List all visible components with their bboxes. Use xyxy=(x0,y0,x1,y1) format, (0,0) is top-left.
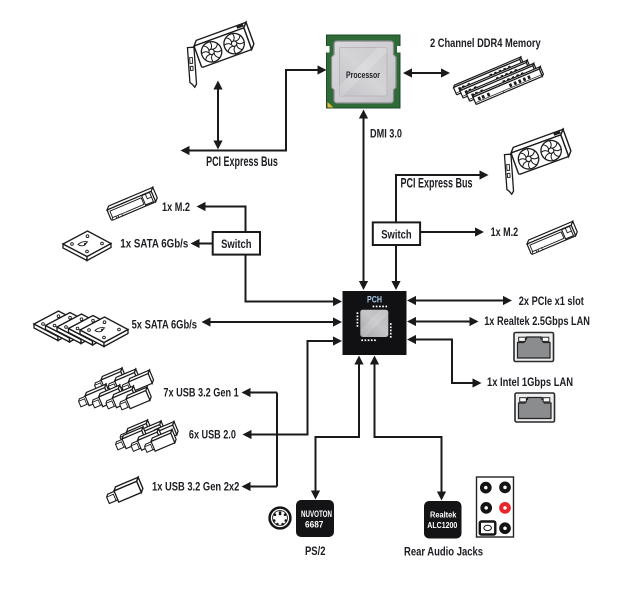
svg-text:1x M.2: 1x M.2 xyxy=(491,225,519,239)
svg-text:2 Channel DDR4 Memory: 2 Channel DDR4 Memory xyxy=(430,36,541,50)
svg-text:Realtek: Realtek xyxy=(430,511,457,520)
svg-text:7x USB 3.2 Gen 1: 7x USB 3.2 Gen 1 xyxy=(163,385,238,399)
svg-text:Switch: Switch xyxy=(381,227,411,241)
svg-text:Switch: Switch xyxy=(221,237,251,251)
svg-text:ALC1200: ALC1200 xyxy=(427,521,457,530)
svg-text:Processor: Processor xyxy=(346,70,380,81)
svg-text:PCI Express Bus: PCI Express Bus xyxy=(206,154,278,169)
svg-text:PCI Express Bus: PCI Express Bus xyxy=(401,176,473,191)
svg-text:1x USB 3.2 Gen 2x2: 1x USB 3.2 Gen 2x2 xyxy=(152,480,239,494)
svg-text:2x PCIe x1 slot: 2x PCIe x1 slot xyxy=(519,294,584,308)
svg-text:1x SATA 6Gb/s: 1x SATA 6Gb/s xyxy=(120,237,188,251)
svg-text:1x M.2: 1x M.2 xyxy=(162,200,190,214)
svg-text:1x Intel 1Gbps LAN: 1x Intel 1Gbps LAN xyxy=(487,375,573,389)
svg-text:NUVOTON: NUVOTON xyxy=(301,509,332,519)
svg-text:Rear Audio Jacks: Rear Audio Jacks xyxy=(404,544,483,558)
svg-text:DMI 3.0: DMI 3.0 xyxy=(370,129,402,141)
svg-text:5x SATA 6Gb/s: 5x SATA 6Gb/s xyxy=(132,317,198,331)
svg-text:PCH: PCH xyxy=(367,295,382,305)
svg-text:1x Realtek 2.5Gbps LAN: 1x Realtek 2.5Gbps LAN xyxy=(484,314,590,328)
svg-text:PS/2: PS/2 xyxy=(305,544,326,558)
svg-text:6687: 6687 xyxy=(305,520,323,530)
svg-text:6x USB 2.0: 6x USB 2.0 xyxy=(189,428,236,442)
